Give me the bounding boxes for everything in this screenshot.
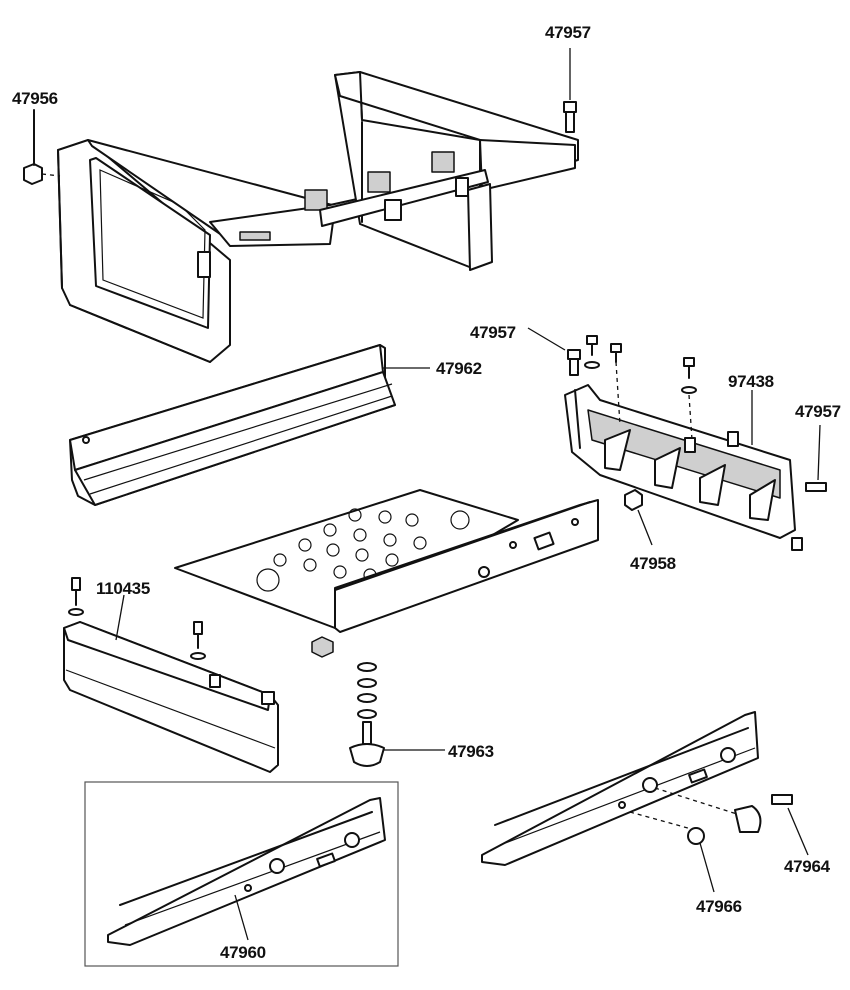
label-screw-top: 47957	[545, 23, 591, 42]
tray-holes	[256, 508, 470, 592]
clip-nut	[624, 489, 643, 511]
leader-lines	[115, 327, 821, 941]
label-plug: 47966	[696, 897, 742, 916]
main-frame	[57, 71, 579, 363]
label-front-trim: 110435	[96, 579, 150, 598]
foot-assembly	[311, 636, 385, 767]
part-labels: 47957 47956 47957 47962 97438 47957 4795…	[12, 23, 841, 962]
long-rail	[69, 344, 396, 506]
inset-box	[84, 781, 399, 967]
end-bracket	[564, 384, 796, 539]
label-clip-nut: 47958	[630, 554, 676, 573]
label-cap: 47964	[784, 857, 831, 876]
bracket-screws	[567, 335, 827, 551]
label-end-bracket: 97438	[728, 372, 774, 391]
label-clip-left: 47956	[12, 89, 58, 108]
rail-fittings	[687, 794, 793, 845]
clip-part	[23, 109, 61, 185]
label-rail: 47962	[436, 359, 482, 378]
side-rail	[481, 711, 759, 866]
screw-top	[563, 48, 577, 133]
label-foot: 47963	[448, 742, 494, 761]
perforated-tray	[174, 489, 599, 633]
label-screw-right: 47957	[795, 402, 841, 421]
boxed-side-rail	[107, 797, 386, 946]
label-boxed-rail: 47960	[220, 943, 266, 962]
front-trim	[63, 577, 279, 773]
label-screw-mid: 47957	[470, 323, 516, 342]
